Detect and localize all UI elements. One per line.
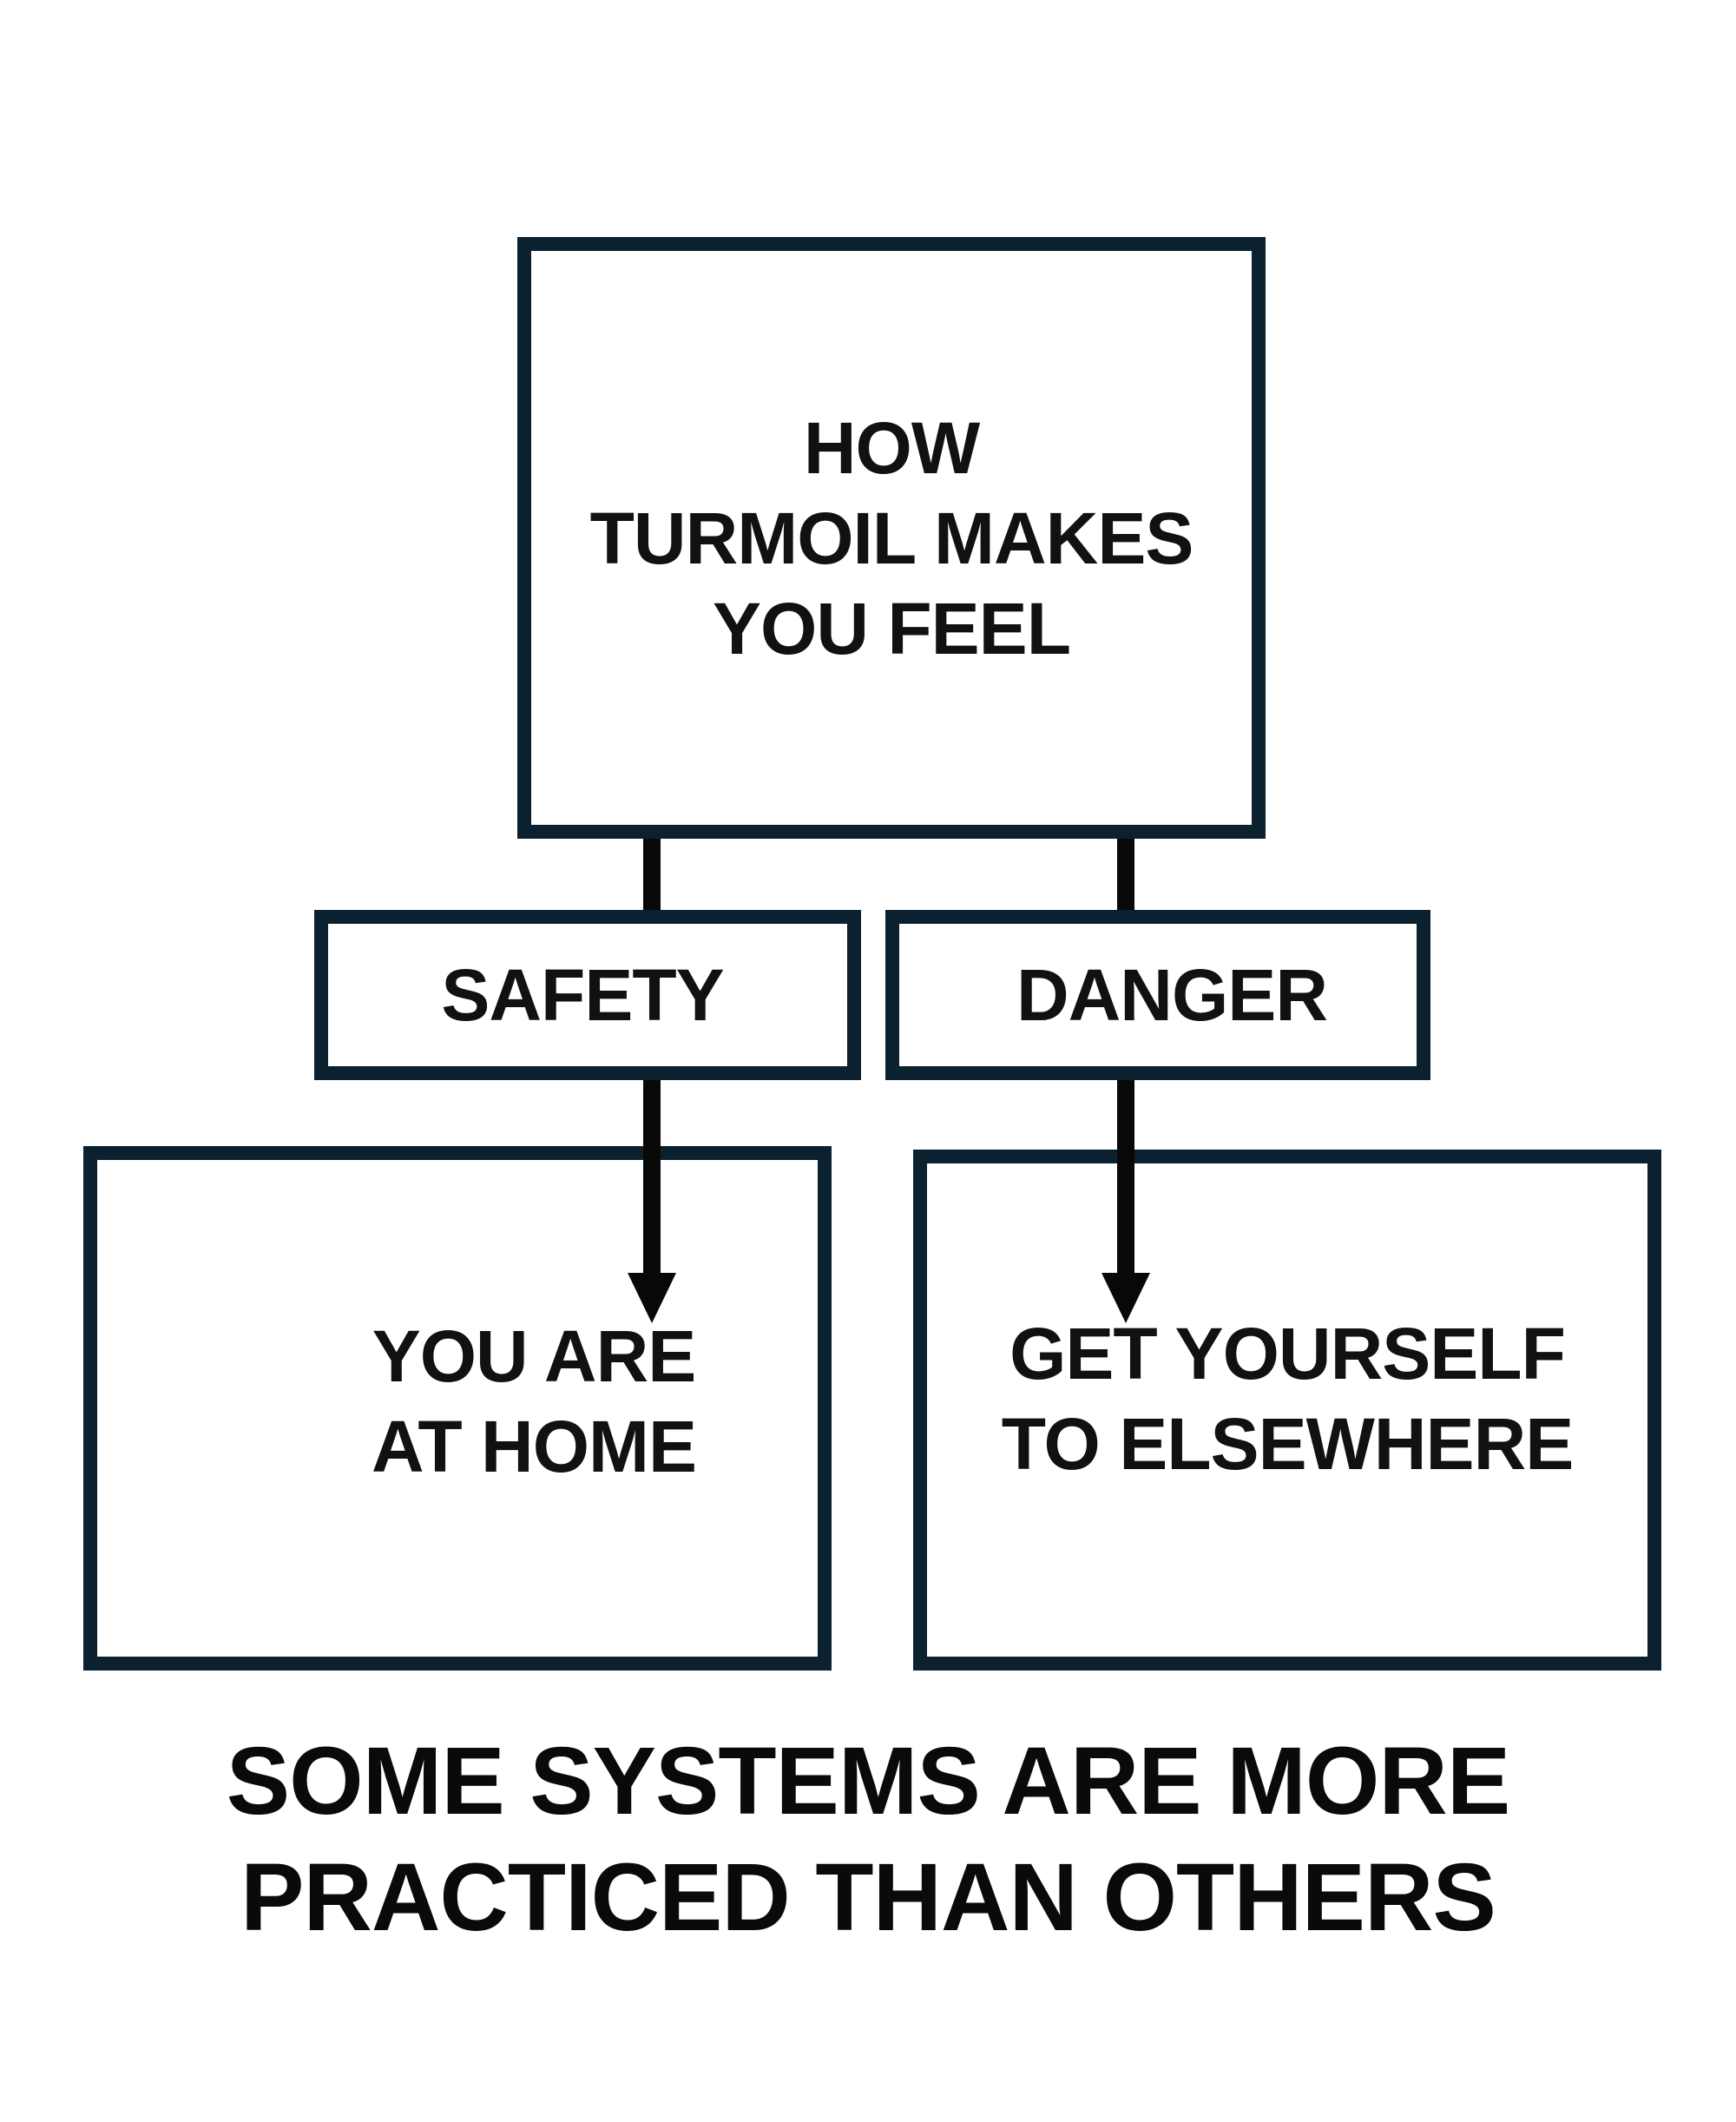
danger-outcome-text: GET YOURSELF TO ELSEWHERE <box>1001 1313 1575 1485</box>
safety-outcome-text: YOU ARE AT HOME <box>371 1315 697 1487</box>
safety-label: SAFETY <box>441 954 724 1036</box>
safety-outcome-box: YOU ARE AT HOME <box>83 1146 832 1671</box>
danger-label: DANGER <box>1016 954 1328 1036</box>
danger-outcome-box: GET YOURSELF TO ELSEWHERE <box>913 1150 1661 1671</box>
question-box: HOW TURMOIL MAKES YOU FEEL <box>517 237 1266 839</box>
question-text: HOW TURMOIL MAKES YOU FEEL <box>589 406 1194 669</box>
safety-branch-box: SAFETY <box>314 910 861 1080</box>
caption-line-1: SOME SYSTEMS ARE MORE <box>226 1728 1510 1835</box>
danger-branch-box: DANGER <box>885 910 1430 1080</box>
caption: SOME SYSTEMS ARE MORE PRACTICED THAN OTH… <box>0 1723 1736 1956</box>
caption-line-2: PRACTICED THAN OTHERS <box>240 1844 1496 1951</box>
